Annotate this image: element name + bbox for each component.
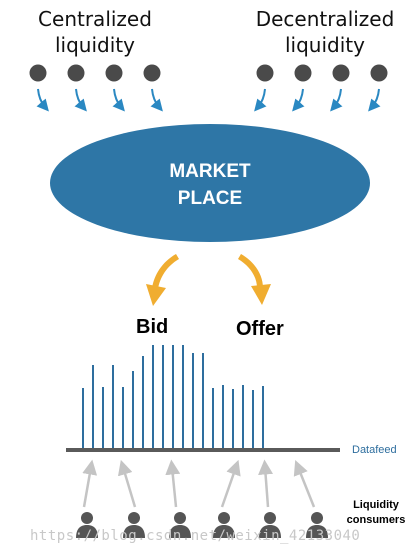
watermark: https://blog.csdn.net/weixin_42133040 — [30, 528, 361, 544]
marketplace-line2: PLACE — [177, 188, 243, 209]
centralized-source-dot — [29, 64, 47, 82]
decentralized-liquidity-title: Decentralized liquidity — [240, 6, 410, 58]
decentralized-source-dot — [332, 64, 350, 82]
consumer-icon — [123, 512, 145, 538]
liquidity-consumers — [76, 512, 328, 538]
consumer-arrow — [258, 459, 274, 508]
order-bar — [132, 371, 134, 448]
source-arrow — [254, 88, 267, 112]
decentralized-source-dot — [294, 64, 312, 82]
consumer-icon — [169, 512, 191, 538]
consumer-icon — [306, 512, 328, 538]
consumer-arrow — [220, 459, 241, 508]
consumer-arrow — [82, 459, 98, 508]
marketplace-line1: MARKET — [169, 161, 251, 182]
order-bar — [192, 353, 194, 448]
source-arrow — [368, 88, 381, 112]
centralized-title-line1: Centralized — [38, 7, 152, 31]
source-arrow — [150, 88, 163, 112]
order-bar — [232, 389, 234, 448]
decentralized-title-line1: Decentralized — [255, 7, 395, 31]
centralized-source-dot — [143, 64, 161, 82]
decentralized-source-dot — [370, 64, 388, 82]
consumer-arrow — [165, 459, 181, 508]
consumer-icon — [76, 512, 98, 538]
order-bar — [102, 387, 104, 448]
centralized-sources — [29, 64, 161, 82]
source-arrow — [292, 88, 305, 112]
order-bar — [242, 385, 244, 448]
consumer-arrows — [82, 459, 316, 508]
bid-arrow — [146, 254, 179, 306]
order-bar — [202, 353, 204, 448]
centralized-liquidity-title: Centralized liquidity — [20, 6, 170, 58]
order-bar — [82, 388, 84, 448]
source-arrow — [330, 88, 343, 112]
order-bar — [222, 385, 224, 448]
centralized-source-dot — [67, 64, 85, 82]
offer-arrow — [238, 254, 271, 305]
consumer-icon — [213, 512, 235, 538]
consumer-icon — [259, 512, 281, 538]
offer-label: Offer — [236, 318, 284, 340]
order-bar — [252, 390, 254, 448]
source-arrow — [112, 88, 125, 112]
centralized-title-line2: liquidity — [55, 33, 135, 57]
datafeed-label: Datafeed — [352, 444, 397, 456]
order-bar — [172, 345, 174, 448]
source-arrows — [36, 88, 381, 112]
centralized-source-dot — [105, 64, 123, 82]
marketplace-label: MARKET PLACE — [110, 158, 310, 212]
order-bar — [162, 345, 164, 448]
bid-label: Bid — [136, 316, 169, 338]
order-book-bars — [82, 345, 264, 448]
order-bar — [122, 387, 124, 448]
decentralized-title-line2: liquidity — [285, 33, 365, 57]
order-bar — [182, 345, 184, 448]
order-bar — [212, 388, 214, 448]
order-bar — [112, 365, 114, 448]
source-arrow — [36, 88, 49, 112]
order-bar — [262, 386, 264, 448]
consumer-arrow — [117, 459, 137, 508]
decentralized-sources — [256, 64, 388, 82]
liquidity-consumers-label: Liquidity consumers — [346, 499, 406, 526]
order-bar — [142, 356, 144, 448]
order-bar — [152, 345, 154, 448]
decentralized-source-dot — [256, 64, 274, 82]
order-bar — [92, 365, 94, 448]
consumer-arrow — [293, 460, 316, 508]
marketplace-ellipse — [50, 124, 370, 242]
source-arrow — [74, 88, 87, 112]
